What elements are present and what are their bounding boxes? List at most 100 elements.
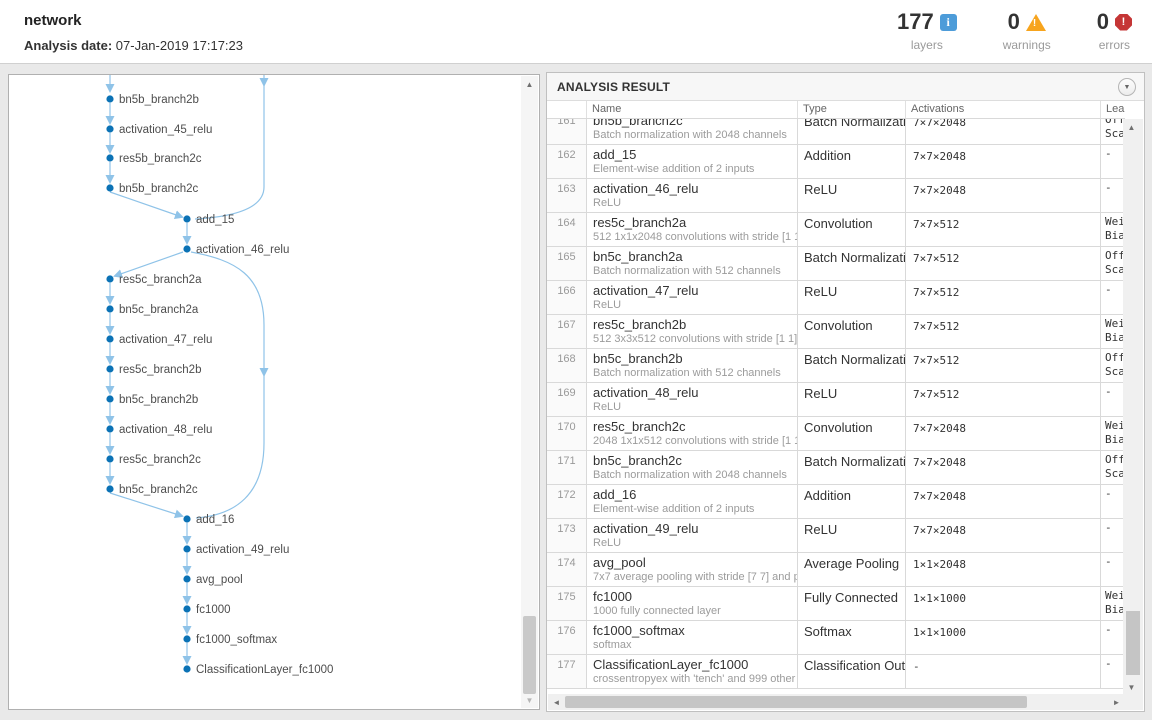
graph-node-label: bn5c_branch2a	[119, 304, 199, 316]
graph-node[interactable]	[106, 485, 114, 493]
layer-type: Convolution	[798, 315, 906, 348]
column-type: Type	[798, 101, 906, 118]
collapse-panel-button[interactable]: ▼	[1118, 78, 1136, 96]
row-number: 170	[547, 417, 587, 450]
graph-node[interactable]	[183, 575, 191, 583]
scroll-up-icon[interactable]: ▲	[525, 79, 534, 89]
row-number: 165	[547, 247, 587, 280]
graph-node[interactable]	[183, 635, 191, 643]
graph-node-label: fc1000_softmax	[196, 634, 277, 646]
layer-description: 512 1x1x2048 convolutions with stride [1…	[593, 231, 797, 243]
graph-vertical-scrollbar[interactable]: ▲ ▼	[521, 76, 538, 708]
graph-node-label: bn5b_branch2c	[119, 183, 199, 195]
scroll-down-icon[interactable]: ▼	[525, 695, 534, 705]
layer-type: Batch Normalization	[798, 349, 906, 382]
graph-node-label: activation_49_relu	[196, 544, 289, 556]
scroll-down-icon[interactable]: ▼	[1127, 682, 1136, 692]
network-graph[interactable]: bn5b_branch2bactivation_45_relures5b_bra…	[9, 75, 521, 709]
layer-name: res5c_branch2b	[593, 317, 687, 332]
scroll-right-icon[interactable]: ►	[1112, 697, 1121, 707]
graph-node[interactable]	[106, 455, 114, 463]
warnings-label: warnings	[1002, 38, 1051, 52]
layer-description: softmax	[593, 639, 632, 651]
layer-learnables: Off Sca	[1105, 249, 1125, 276]
column-learnables: Lear	[1106, 103, 1125, 115]
layer-description: Element-wise addition of 2 inputs	[593, 163, 755, 175]
table-hscrollbar-thumb[interactable]	[565, 696, 1027, 708]
table-scrollbar-thumb[interactable]	[1126, 611, 1140, 675]
layer-learnables: -	[1105, 521, 1112, 534]
scroll-left-icon[interactable]: ◄	[552, 697, 561, 707]
layer-activations: 1×1×1000	[906, 621, 1101, 654]
layer-name: activation_48_relu	[593, 385, 699, 400]
graph-node[interactable]	[183, 245, 191, 253]
graph-node[interactable]	[106, 365, 114, 373]
graph-node[interactable]	[183, 515, 191, 523]
layer-learnables: Off Sca	[1105, 119, 1125, 140]
warning-icon[interactable]: !	[1025, 13, 1046, 31]
layer-learnables: -	[1105, 623, 1112, 636]
table-horizontal-scrollbar[interactable]: ◄ ►	[548, 694, 1125, 710]
layer-activations: 7×7×2048	[906, 519, 1101, 552]
graph-node[interactable]	[183, 665, 191, 673]
layer-activations: 7×7×512	[906, 213, 1101, 246]
layer-description: Batch normalization with 2048 channels	[593, 469, 787, 481]
graph-node[interactable]	[106, 125, 114, 133]
graph-node-label: activation_45_relu	[119, 124, 212, 136]
column-index	[547, 101, 587, 118]
graph-node[interactable]	[106, 395, 114, 403]
scroll-up-icon[interactable]: ▲	[1127, 122, 1136, 132]
scrollbar-corner	[1123, 694, 1143, 710]
graph-node-label: activation_47_relu	[119, 334, 212, 346]
info-icon[interactable]: i	[939, 13, 957, 31]
layer-name: bn5c_branch2b	[593, 351, 683, 366]
graph-scrollbar-thumb[interactable]	[523, 616, 536, 694]
layer-description: 1000 fully connected layer	[593, 605, 721, 617]
layer-learnables: -	[1105, 283, 1112, 296]
graph-node[interactable]	[183, 215, 191, 223]
graph-node[interactable]	[106, 154, 114, 162]
table-vertical-scrollbar[interactable]: ▲ ▼	[1123, 119, 1143, 695]
layer-learnables: Off Sca	[1105, 453, 1125, 480]
error-icon[interactable]: !	[1115, 13, 1132, 31]
graph-node[interactable]	[106, 305, 114, 313]
graph-node-label: bn5c_branch2c	[119, 484, 198, 496]
graph-node[interactable]	[106, 335, 114, 343]
layer-type: Batch Normalization	[798, 247, 906, 280]
graph-node[interactable]	[183, 605, 191, 613]
layer-activations: 7×7×2048	[906, 179, 1101, 212]
analysis-result-titlebar: ANALYSIS RESULT ▼	[547, 73, 1144, 101]
layer-description: Element-wise addition of 2 inputs	[593, 503, 755, 515]
layer-learnables: Wei Bia	[1105, 419, 1125, 446]
layer-type: ReLU	[798, 519, 906, 552]
graph-node[interactable]	[106, 95, 114, 103]
layer-activations: 7×7×512	[906, 349, 1101, 382]
graph-node-label: activation_46_relu	[196, 244, 289, 256]
layers-count: 177	[897, 9, 934, 34]
layer-type: Batch Normalization	[798, 451, 906, 484]
graph-node[interactable]	[106, 184, 114, 192]
layer-learnables: Wei Bia	[1105, 589, 1125, 616]
graph-node[interactable]	[106, 425, 114, 433]
graph-node[interactable]	[106, 275, 114, 283]
graph-node[interactable]	[183, 545, 191, 553]
layer-activations: 7×7×2048	[906, 417, 1101, 450]
